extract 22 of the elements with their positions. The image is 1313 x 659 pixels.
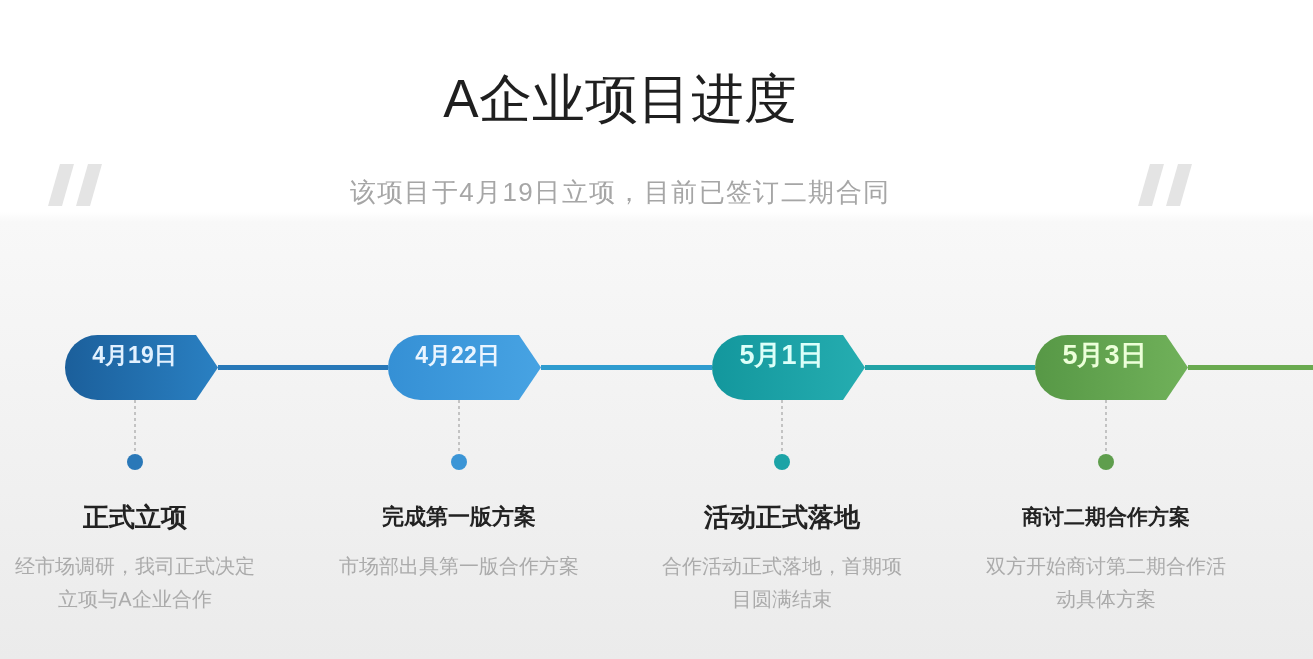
timeline-line — [218, 365, 388, 370]
diagram-title: A企业项目进度 — [442, 68, 798, 130]
subtitle: 该项目于4月19日立项，目前已签订二期合同 — [348, 176, 892, 209]
timeline-line — [1188, 365, 1313, 370]
date-label: 5月1日 — [738, 339, 825, 371]
timeline-line — [865, 365, 1035, 370]
milestone-title: 商讨二期合作方案 — [1021, 504, 1191, 530]
timeline-line — [541, 365, 712, 370]
milestone-description: 合作活动正式落地，首期项目圆满结束 — [661, 554, 903, 612]
date-tag — [1035, 335, 1188, 400]
milestone-title: 活动正式落地 — [703, 501, 861, 534]
date-tag — [65, 335, 218, 400]
milestone-description: 市场部出具第一版合作方案 — [338, 554, 580, 579]
date-tag — [388, 335, 541, 400]
date-label: 4月19日 — [91, 342, 178, 370]
date-tag — [712, 335, 865, 400]
milestone-title: 正式立项 — [82, 501, 188, 534]
date-label: 4月22日 — [414, 342, 501, 370]
milestone-description: 双方开始商讨第二期合作活动具体方案 — [985, 554, 1227, 612]
date-label: 5月3日 — [1061, 339, 1148, 371]
milestone-description: 经市场调研，我司正式决定立项与A企业合作 — [14, 554, 256, 612]
milestone-title: 完成第一版方案 — [381, 503, 537, 531]
